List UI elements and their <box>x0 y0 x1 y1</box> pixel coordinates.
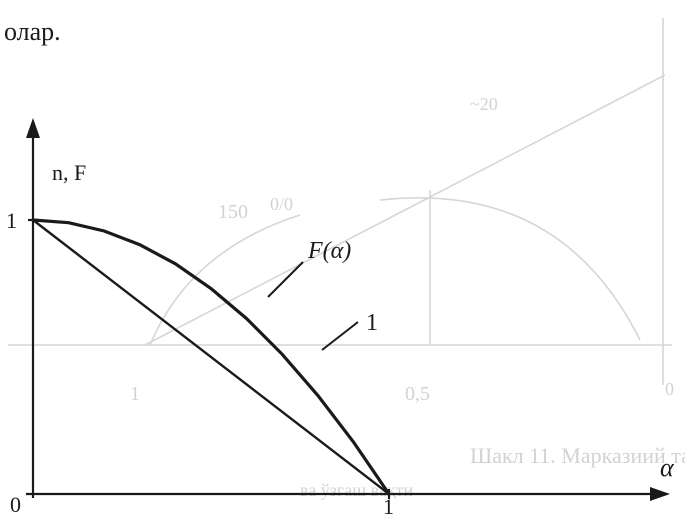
svg-text:1: 1 <box>130 383 140 405</box>
curve-label-1: 1 <box>366 310 378 336</box>
x-tick-label-1: 1 <box>383 494 394 516</box>
series-1-line <box>32 219 390 495</box>
leader-line-f-alpha <box>267 261 304 298</box>
origin-label: 0 <box>10 492 21 516</box>
svg-text:0/0: 0/0 <box>270 194 293 214</box>
series-layer <box>31 218 391 496</box>
series-f-alpha-curve <box>31 218 391 496</box>
leader-line-1 <box>321 321 359 351</box>
svg-text:ва ўзгаш вақти: ва ўзгаш вақти <box>300 480 413 500</box>
y-axis-label: n, F <box>52 160 86 185</box>
y-tick-label-1: 1 <box>6 208 17 233</box>
x-axis-arrow-icon <box>650 487 670 501</box>
svg-text:Шакл 11. Марказиий тақсимланиш: Шакл 11. Марказиий тақсимланиш .. <box>470 443 685 468</box>
svg-text:~20: ~20 <box>470 94 498 114</box>
curve-label-f-alpha: F(α) <box>307 238 351 264</box>
y-axis-arrow-icon <box>26 118 40 138</box>
svg-text:0: 0 <box>665 379 674 399</box>
svg-text:150: 150 <box>218 201 248 223</box>
top-text: олар. <box>4 17 61 46</box>
svg-text:0,5: 0,5 <box>405 383 430 405</box>
x-axis-label: α <box>660 453 675 482</box>
